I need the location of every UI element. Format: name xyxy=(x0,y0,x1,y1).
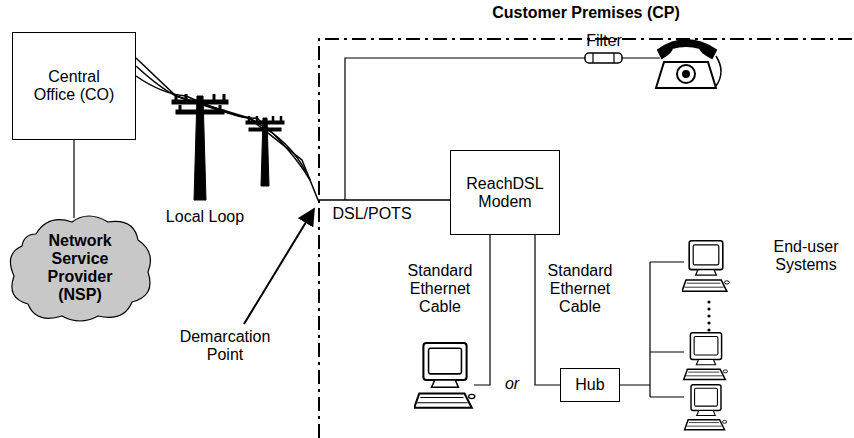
provider-cloud: Network Service Provider (NSP) xyxy=(6,212,154,324)
or-label: or xyxy=(500,375,524,393)
systems-label: End-user Systems xyxy=(764,238,848,274)
filter-symbol xyxy=(585,53,622,63)
cable-label: Standard Ethernet Cable xyxy=(399,262,481,316)
edge-label: DSL/POTS xyxy=(324,205,420,223)
demarcation-label: Demarcation Point xyxy=(169,328,281,364)
leader-arrow xyxy=(244,209,314,324)
computer-icon xyxy=(414,343,475,408)
computer-icon xyxy=(685,385,727,430)
cloud-shape xyxy=(10,216,150,321)
filter-label: Filter xyxy=(574,32,634,50)
telephone-symbol xyxy=(656,40,721,88)
loop-label: Local Loop xyxy=(155,208,255,226)
ellipsis-dots xyxy=(707,300,710,331)
connector-line xyxy=(73,140,74,218)
edge-label: Standard Ethernet Cable xyxy=(538,262,622,316)
dash-dot-border xyxy=(319,39,854,438)
ethernet-cable xyxy=(474,235,490,385)
office-box: Central Office (CO) xyxy=(12,32,136,140)
node-label: Hub xyxy=(575,376,604,394)
node-label: ReachDSL Modem xyxy=(463,175,547,211)
computer-icon xyxy=(682,241,729,291)
region-title: Customer Premises (CP) xyxy=(318,4,854,22)
node-label: Central Office (CO) xyxy=(32,68,116,104)
ethernet-cable xyxy=(620,262,684,397)
modem-box: ReachDSL Modem xyxy=(450,150,560,235)
node-label: Network Service Provider (NSP) xyxy=(38,232,122,304)
computer-icon xyxy=(684,333,728,380)
hub-box: Hub xyxy=(560,368,620,402)
connector-line xyxy=(136,58,450,200)
